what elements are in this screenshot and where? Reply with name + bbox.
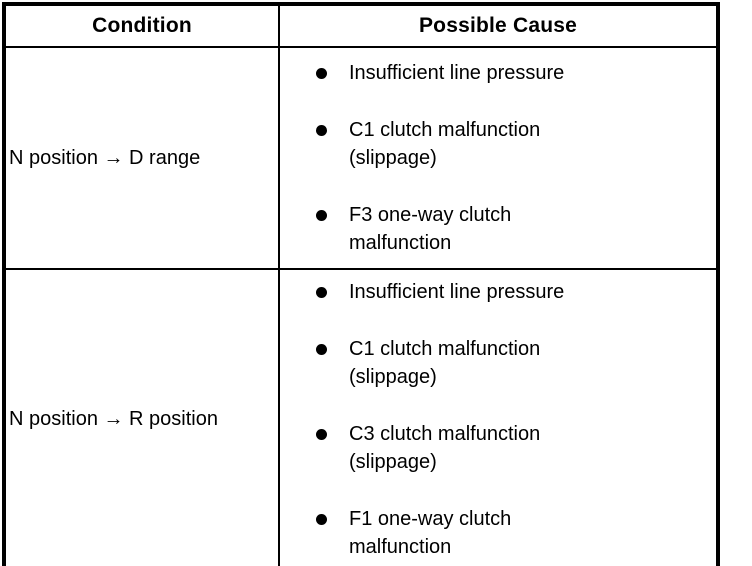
cause-text: C1 clutch malfunction (slippage) <box>349 338 541 388</box>
bullet-icon <box>316 68 327 79</box>
cause-item: F1 one-way clutch malfunction <box>316 505 710 561</box>
table-row: N position → R position Insufficient lin… <box>3 268 719 566</box>
cause-item: C1 clutch malfunction (slippage) <box>316 116 710 172</box>
cause-item: C1 clutch malfunction (slippage) <box>316 335 710 391</box>
bullet-icon <box>316 344 327 355</box>
column-header-condition: Condition <box>3 3 280 48</box>
column-header-possible-cause: Possible Cause <box>278 3 719 48</box>
cause-text: C3 clutch malfunction (slippage) <box>349 423 541 473</box>
table-header: Condition Possible Cause <box>3 3 719 48</box>
bullet-icon <box>316 429 327 440</box>
bullet-icon <box>316 125 327 136</box>
bullet-icon <box>316 287 327 298</box>
cause-cell: Insufficient line pressure C1 clutch mal… <box>278 268 719 566</box>
cause-text: Insufficient line pressure <box>349 281 565 303</box>
cause-cell: Insufficient line pressure C1 clutch mal… <box>278 46 719 270</box>
cause-item: Insufficient line pressure <box>316 59 710 87</box>
cause-text: C1 clutch malfunction (slippage) <box>349 119 541 169</box>
cause-text: F1 one-way clutch malfunction <box>349 508 512 558</box>
cause-item: F3 one-way clutch malfunction <box>316 201 710 257</box>
condition-cell: N position → D range <box>3 46 280 270</box>
cause-item: Insufficient line pressure <box>316 278 710 306</box>
cause-text: Insufficient line pressure <box>349 62 565 84</box>
condition-cell: N position → R position <box>3 268 280 566</box>
table-row: N position → D range Insufficient line p… <box>3 46 719 270</box>
cause-text: F3 one-way clutch malfunction <box>349 204 512 254</box>
cause-item: C3 clutch malfunction (slippage) <box>316 420 710 476</box>
bullet-icon <box>316 514 327 525</box>
header-row: Condition Possible Cause <box>3 3 719 48</box>
bullet-icon <box>316 210 327 221</box>
troubleshooting-table: Condition Possible Cause N position → D … <box>2 2 720 566</box>
